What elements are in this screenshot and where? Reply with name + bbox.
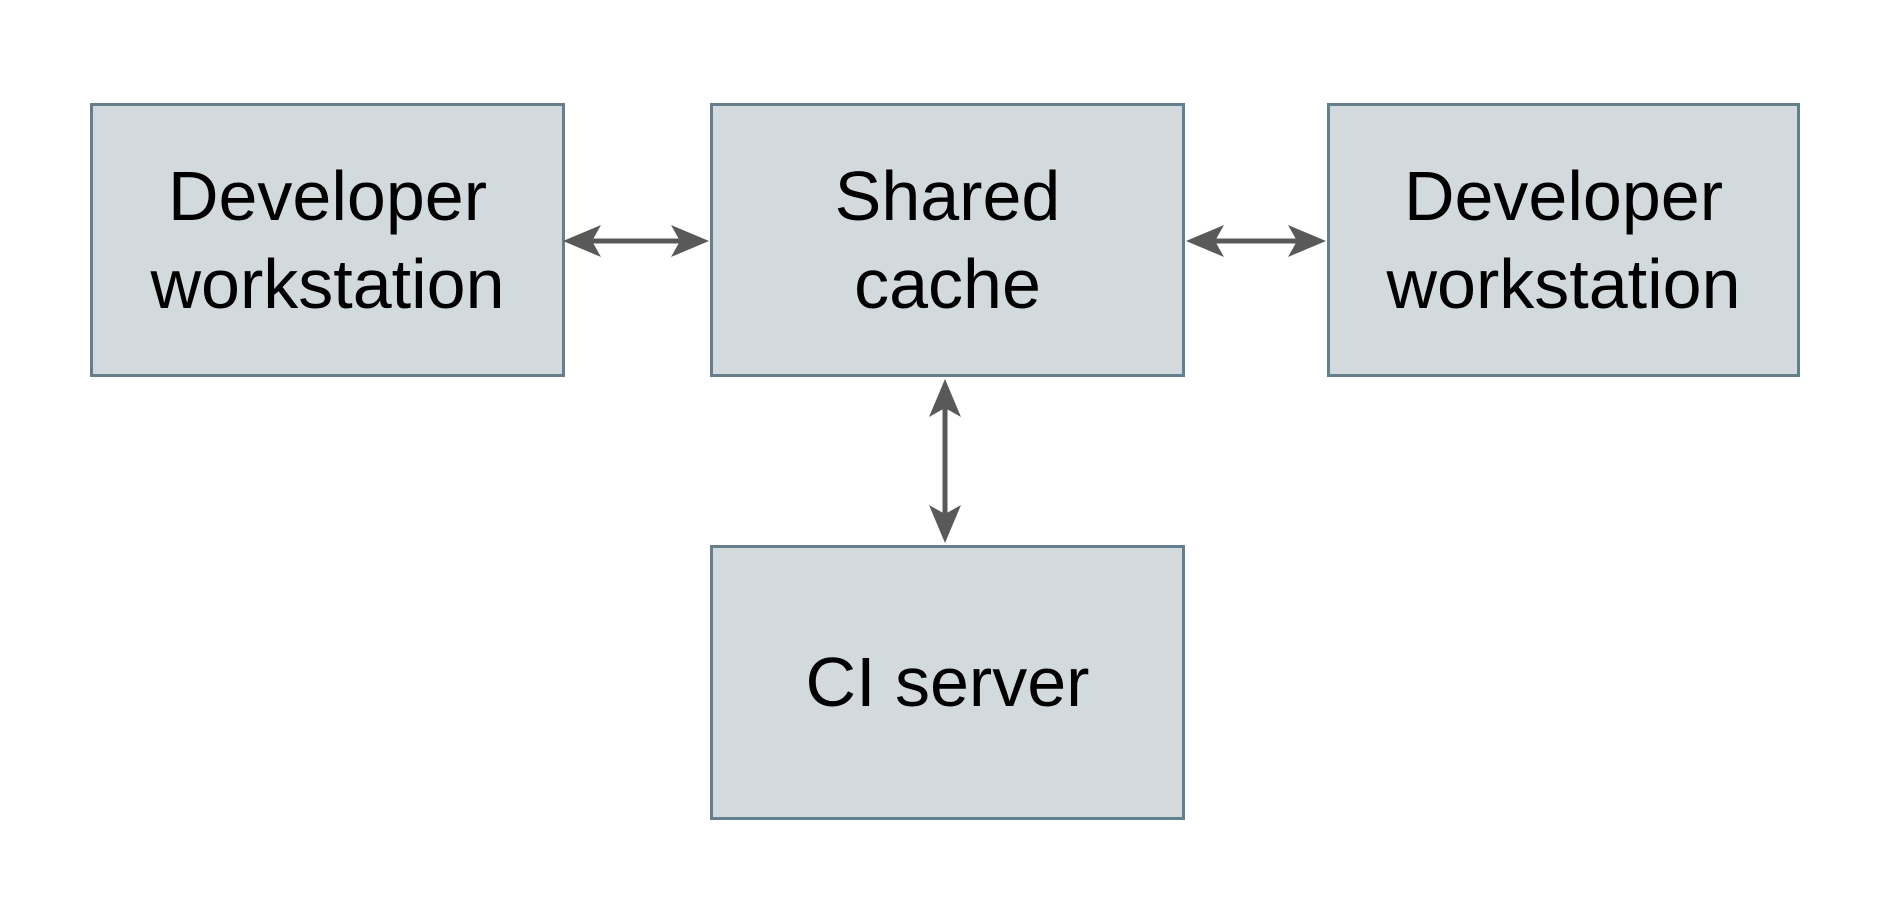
- node-ci-server: CI server: [710, 545, 1185, 820]
- edge-cache-ci-server-arrow: [929, 379, 961, 543]
- node-label: Developer: [1403, 156, 1724, 235]
- node-label: Shared: [834, 156, 1061, 235]
- arrowhead-left-icon: [1186, 225, 1224, 257]
- node-developer-workstation-right: Developer workstation: [1327, 103, 1800, 377]
- arrowhead-right-icon: [1288, 225, 1326, 257]
- arrowhead-left-icon: [563, 225, 601, 257]
- arrowhead-down-icon: [929, 505, 961, 543]
- node-label: workstation: [150, 245, 505, 323]
- node-developer-workstation-left: Developer workstation: [90, 103, 565, 377]
- arrowhead-right-icon: [671, 225, 709, 257]
- node-label: cache: [854, 245, 1041, 323]
- node-label: Developer: [167, 156, 488, 235]
- node-label: workstation: [1386, 245, 1741, 323]
- edge-workstation-left-cache-arrow: [563, 225, 709, 257]
- arrowhead-up-icon: [929, 379, 961, 417]
- node-label: CI server: [805, 643, 1090, 722]
- edge-cache-workstation-right-arrow: [1186, 225, 1326, 257]
- node-shared-cache: Shared cache: [710, 103, 1185, 377]
